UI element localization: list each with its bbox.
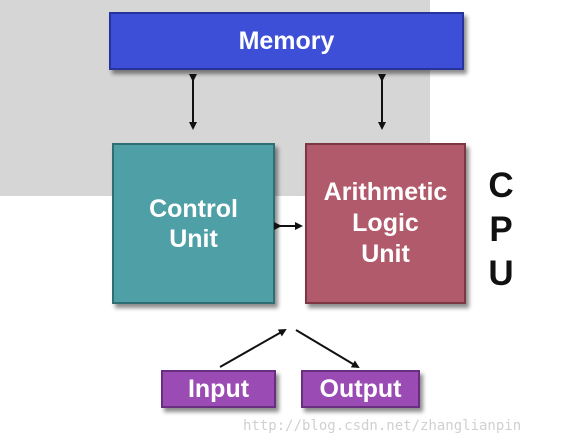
memory-box: Memory (109, 12, 464, 70)
control-unit-label-line2: Unit (169, 224, 218, 253)
input-box: Input (161, 370, 276, 408)
alu-label-line1: Arithmetic (323, 178, 448, 206)
alu-box: Arithmetic Logic Unit (305, 143, 466, 304)
output-arrow (295, 329, 360, 369)
alu-label-line3: Unit (361, 240, 410, 268)
control-unit-label-line1: Control (149, 194, 238, 223)
cpu-label-letter: C (488, 166, 514, 205)
output-box: Output (301, 370, 420, 408)
output-label: Output (319, 374, 402, 403)
alu-label-line2: Logic (352, 209, 419, 237)
cpu-label-letter: U (488, 254, 514, 293)
cpu-label-letter: P (489, 210, 513, 249)
watermark-text: http://blog.csdn.net/zhanglianpin (243, 418, 522, 434)
memory-label: Memory (238, 26, 335, 55)
input-label: Input (187, 374, 250, 403)
input-arrow (219, 329, 287, 368)
